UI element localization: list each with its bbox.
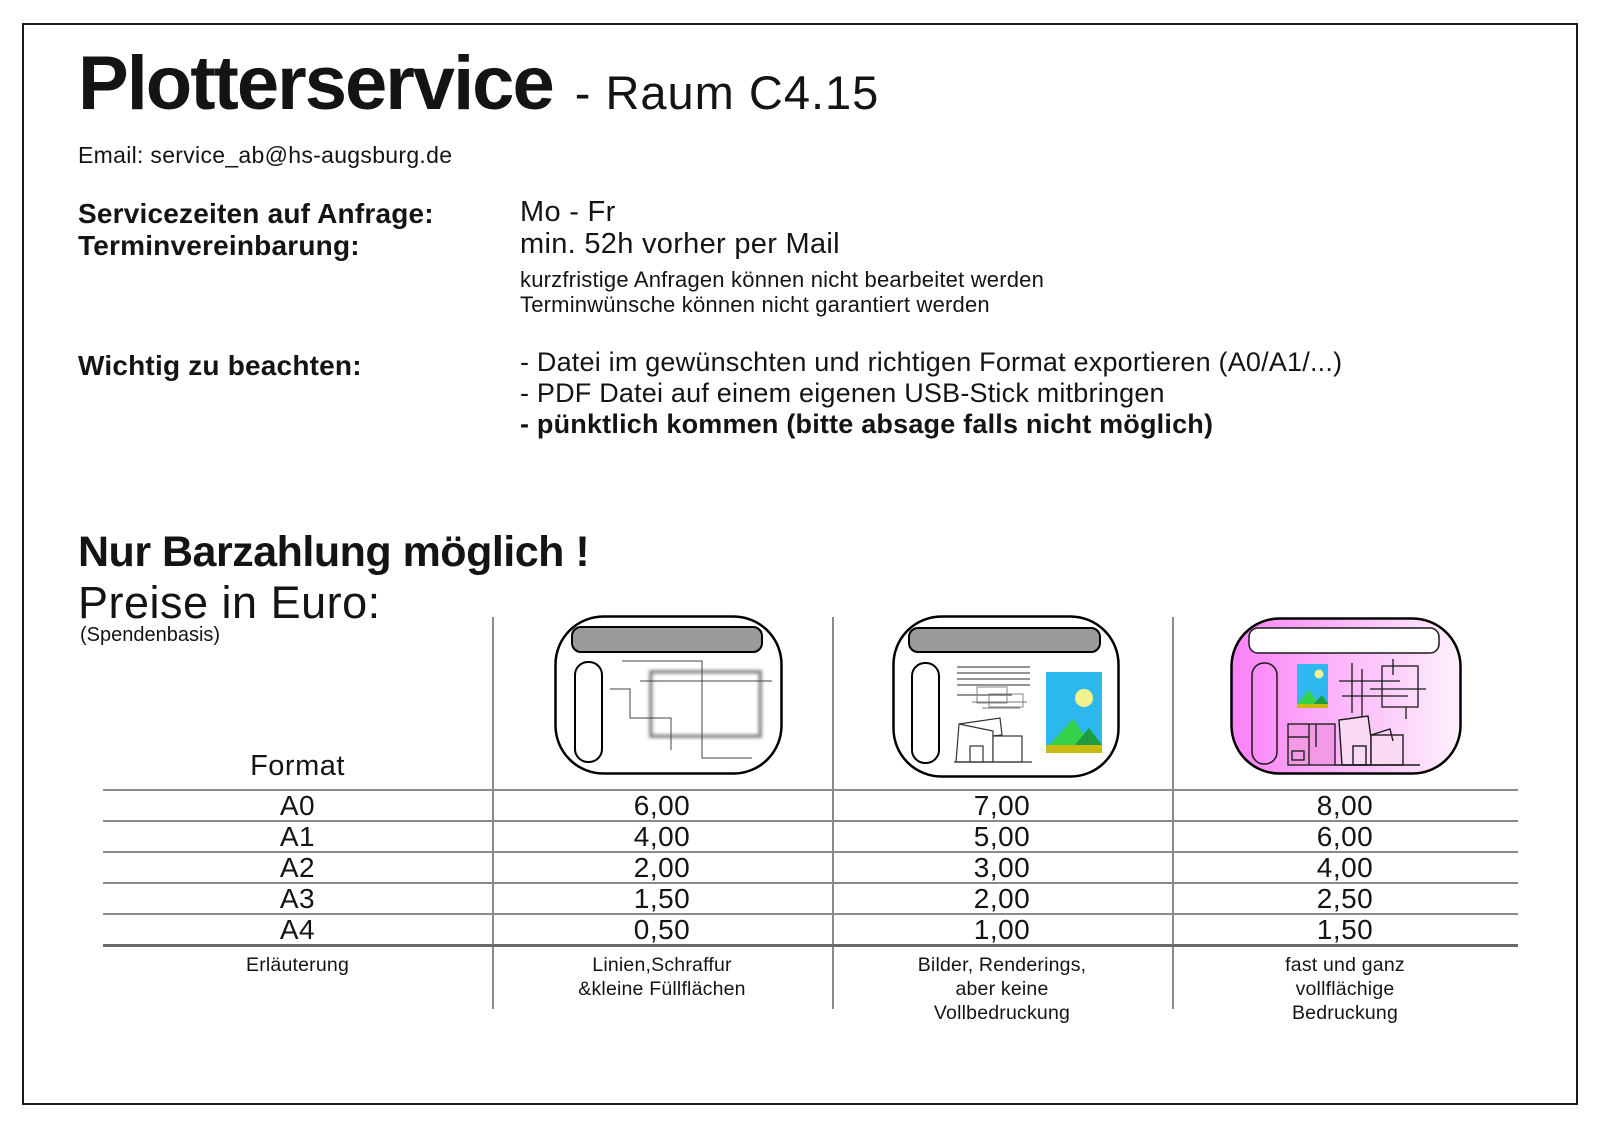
price-cell-images: 3,00 <box>973 852 1031 883</box>
note-short-requests: kurzfristige Anfragen können nicht bearb… <box>520 267 1045 292</box>
explanation-label-cell: Erläuterung <box>103 953 492 1025</box>
important-label: Wichtig zu beachten: <box>78 350 362 381</box>
explanation-label: Erläuterung <box>245 954 349 976</box>
explanation-line: Linien,Schraffur <box>592 954 732 976</box>
price-cell-images: 1,00 <box>973 914 1031 945</box>
price-cell-images: 5,00 <box>973 821 1031 852</box>
table-row-a3: A3 1,50 2,00 2,50 <box>103 883 1518 914</box>
explanation-images-cell: Bilder, Renderings, aber keine Vollbedru… <box>832 953 1172 1025</box>
service-hours-label: Servicezeiten auf Anfrage: <box>78 198 434 229</box>
price-cell-full: 8,00 <box>1316 790 1374 821</box>
price-cell-full: 4,00 <box>1316 852 1374 883</box>
appointment-label: Terminvereinbarung: <box>78 230 360 261</box>
important-item-usb: - PDF Datei auf einem eigenen USB-Stick … <box>520 378 1165 408</box>
table-column-separator-2 <box>832 617 834 1009</box>
table-row-a1: A1 4,00 5,00 6,00 <box>103 821 1518 852</box>
format-cell: A0 <box>279 790 316 821</box>
plot-sample-images-icon <box>892 615 1120 778</box>
price-cell-full: 2,50 <box>1316 883 1374 914</box>
prices-subheadline: Preise in Euro: <box>78 577 381 628</box>
explanation-row: Erläuterung Linien,Schraffur &kleine Fül… <box>103 953 1518 1025</box>
explanation-line: Bilder, Renderings, <box>917 954 1087 976</box>
format-cell: A1 <box>279 821 316 852</box>
important-item-punctual: - pünktlich kommen (bitte absage falls n… <box>520 409 1214 439</box>
page-title: Plotterservice <box>78 41 555 126</box>
format-cell: A4 <box>279 914 316 945</box>
table-row-line-a0 <box>103 820 1518 822</box>
price-cell-full: 1,50 <box>1316 914 1374 945</box>
cash-only-headline: Nur Barzahlung möglich ! <box>78 528 590 576</box>
table-row-a2: A2 2,00 3,00 4,00 <box>103 852 1518 883</box>
table-row-line-header <box>103 789 1518 791</box>
plot-sample-linework-icon <box>554 615 783 775</box>
appointment-value: min. 52h vorher per Mail <box>520 228 840 260</box>
price-cell-linework: 6,00 <box>633 790 691 821</box>
format-column-header: Format <box>250 750 345 782</box>
table-row-line-a3 <box>103 913 1518 915</box>
page-border <box>22 23 1578 1105</box>
table-row-line-a2 <box>103 882 1518 884</box>
explanation-line: &kleine Füllflächen <box>578 978 746 1000</box>
price-cell-images: 7,00 <box>973 790 1031 821</box>
text-lines <box>957 666 1030 696</box>
format-cell: A3 <box>279 883 316 914</box>
explanation-line: Vollbedruckung <box>933 1002 1071 1024</box>
table-row-a4: A4 0,50 1,00 1,50 <box>103 914 1518 945</box>
table-bottom-line <box>103 944 1518 947</box>
explanation-full-cell: fast und ganz vollflächige Bedruckung <box>1172 953 1518 1025</box>
email-line: Email: service_ab@hs-augsburg.de <box>78 142 453 168</box>
price-cell-linework: 1,50 <box>633 883 691 914</box>
price-cell-full: 6,00 <box>1316 821 1374 852</box>
price-cell-linework: 0,50 <box>633 914 691 945</box>
important-item-format: - Datei im gewünschten und richtigen For… <box>520 347 1343 377</box>
service-hours-value: Mo - Fr <box>520 196 616 228</box>
explanation-line: Bedruckung <box>1291 1002 1399 1024</box>
price-cell-linework: 4,00 <box>633 821 691 852</box>
table-row-a0: A0 6,00 7,00 8,00 <box>103 790 1518 821</box>
price-cell-images: 2,00 <box>973 883 1031 914</box>
donation-basis-note: (Spendenbasis) <box>80 624 221 646</box>
header: Plotterservice - Raum C4.15 <box>78 44 879 124</box>
explanation-line: aber keine <box>955 978 1049 1000</box>
table-column-separator-1 <box>492 617 494 1009</box>
format-cell: A2 <box>279 852 316 883</box>
price-cell-linework: 2,00 <box>633 852 691 883</box>
table-row-line-a1 <box>103 851 1518 853</box>
explanation-line: fast und ganz <box>1285 954 1405 976</box>
table-column-separator-3 <box>1172 617 1174 1009</box>
explanation-line: vollflächige <box>1295 978 1395 1000</box>
plot-sample-fullcoverage-icon <box>1230 617 1462 775</box>
room-subtitle: - Raum C4.15 <box>574 66 880 119</box>
explanation-linework-cell: Linien,Schraffur &kleine Füllflächen <box>492 953 832 1025</box>
note-no-guarantee: Terminwünsche können nicht garantiert we… <box>520 292 990 317</box>
